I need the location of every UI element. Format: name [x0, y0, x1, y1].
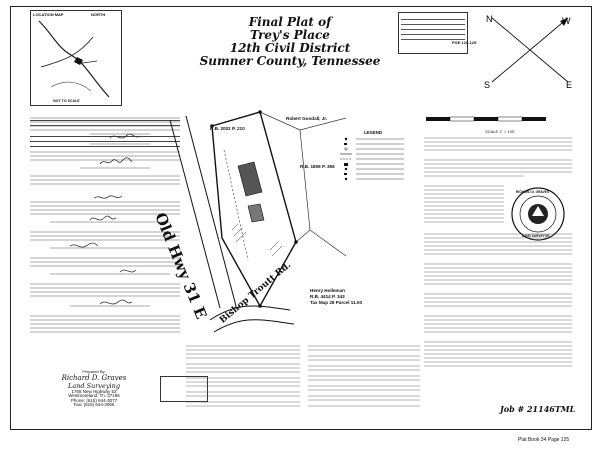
location-map-north: NORTH — [91, 12, 106, 17]
certificates-column — [30, 117, 180, 333]
owner-bottom: Henry Holleman — [310, 288, 345, 293]
recording-stamp — [398, 12, 468, 54]
svg-text:S: S — [484, 80, 490, 90]
surveyor-name: Richard D. Graves — [61, 374, 127, 383]
rb-bottom: R.B. 4414 P. 343 — [310, 294, 345, 299]
title-block: Final Plat of Trey's Place 12th Civil Di… — [190, 16, 390, 68]
north-arrow: N W S E — [484, 14, 572, 90]
scale-bar-graphic — [426, 116, 546, 122]
seal-graphic — [511, 187, 565, 241]
location-map-scale: NOT TO SCALE — [53, 99, 80, 103]
scale-label: SCALE 1" = 100' — [485, 129, 515, 134]
rb-top: R.B. 2002 P. 210 — [210, 126, 245, 131]
plat-sheet — [10, 6, 592, 430]
surveyor-firm: Land Surveying — [68, 382, 120, 391]
surveyor-block: Prepared By: Richard D. Graves Land Surv… — [34, 369, 154, 407]
certificate-block — [30, 112, 180, 147]
location-map: LOCATION MAP NORTH NOT TO SCALE — [30, 10, 122, 106]
rb-mid: R.B. 1806 P. 356 — [300, 164, 335, 169]
legend-rows — [340, 137, 404, 181]
notice-box — [160, 376, 208, 402]
svg-text:N: N — [486, 14, 493, 24]
surveyor-addr1: 1768 New Highway 52 — [71, 389, 117, 395]
bottom-notes — [186, 345, 420, 407]
general-notes — [424, 137, 572, 367]
title-line-3: 12th Civil District — [229, 41, 351, 55]
plat-drawing — [169, 110, 347, 333]
seal-text: RICHARD D. GRAVES — [516, 190, 549, 194]
surveyor-phone: Phone: (615) 644-3077 — [70, 397, 118, 403]
surveyor-seal: RICHARD D. GRAVES LAND SURVEYOR — [510, 186, 566, 242]
surveyor-addr2: Westmoreland, Tn. 37186 — [68, 393, 120, 399]
legend: LEGEND — [338, 130, 408, 186]
plat-book-ref: Plat Book 34 Page 125 — [518, 437, 570, 443]
owner-top: Robert Goodall, Jr. — [286, 116, 328, 121]
title-line-2: Trey's Place — [250, 28, 330, 42]
svg-text:E: E — [566, 80, 572, 90]
location-map-drawing — [38, 20, 110, 98]
legend-title: LEGEND — [363, 130, 383, 135]
recording-stamp-ref: PGE 125-125 — [452, 40, 477, 45]
seal-sub: LAND SURVEYOR — [522, 234, 550, 238]
title-line-1: Final Plat of — [248, 15, 332, 29]
surveyor-prepared-by: Prepared By: — [82, 369, 106, 374]
location-map-label: LOCATION MAP — [33, 12, 64, 17]
tax-bottom: Tax Map 28 Parcel 11.00 — [310, 300, 363, 305]
job-number: Job # 21146TML — [500, 404, 576, 414]
title-line-4: Sumner County, Tennessee — [199, 54, 381, 68]
surveyor-fax: Fax: (615) 644-3066 — [73, 401, 115, 407]
scale-bar: SCALE 1" = 100' — [424, 112, 576, 134]
svg-text:W: W — [562, 16, 571, 26]
